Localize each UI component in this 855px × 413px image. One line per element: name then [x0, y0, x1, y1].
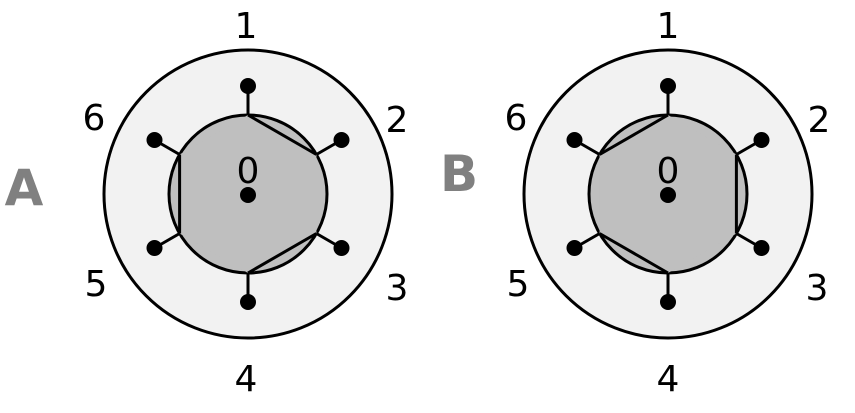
- port-label-b-2: 2: [808, 100, 831, 141]
- port-label-a-1: 1: [235, 6, 258, 47]
- port-label-a-3: 3: [386, 268, 409, 309]
- port-label-b-3: 3: [806, 268, 829, 309]
- port-label-a-4: 4: [235, 359, 258, 400]
- port-label-b-4: 4: [657, 359, 680, 400]
- port-dot-b-5: [566, 240, 583, 256]
- ports-a: [146, 78, 350, 310]
- port-dot-b-4: [660, 294, 676, 310]
- panel-letter-a: A: [5, 159, 44, 217]
- port-dot-b-1: [660, 78, 676, 94]
- port-label-a-2: 2: [386, 100, 409, 141]
- channel-a-1-2: [247, 113, 318, 156]
- port-dot-a-6: [146, 132, 163, 148]
- channel-b-6-1: [598, 113, 669, 156]
- port-dot-a-1: [240, 78, 256, 94]
- port-label-b-1: 1: [657, 6, 680, 47]
- valve-panel-b: B 0 1 2 3 4 5 6: [440, 6, 831, 400]
- port-dot-a-2: [333, 132, 350, 148]
- port-dot-a-3: [333, 240, 350, 256]
- port-dot-b-3: [753, 240, 770, 256]
- port-dot-a-4: [240, 294, 256, 310]
- port-label-a-5: 5: [85, 264, 108, 305]
- port-dot-a-5: [146, 240, 163, 256]
- port-label-b-6: 6: [505, 98, 528, 139]
- panel-letter-b: B: [440, 145, 478, 203]
- valve-panel-a: A 0 1 2 3 4 5 6: [5, 6, 409, 400]
- center-port-dot-b: [660, 187, 676, 203]
- center-port-dot-a: [240, 187, 256, 203]
- port-dot-b-6: [566, 132, 583, 148]
- center-port-label-a: 0: [237, 151, 260, 192]
- channel-b-4-5: [598, 232, 669, 275]
- center-port-label-b: 0: [657, 151, 680, 192]
- port-label-b-5: 5: [507, 264, 530, 305]
- port-dot-b-2: [753, 132, 770, 148]
- channel-a-3-4: [247, 232, 318, 275]
- ports-b: [566, 78, 770, 310]
- port-label-a-6: 6: [83, 98, 106, 139]
